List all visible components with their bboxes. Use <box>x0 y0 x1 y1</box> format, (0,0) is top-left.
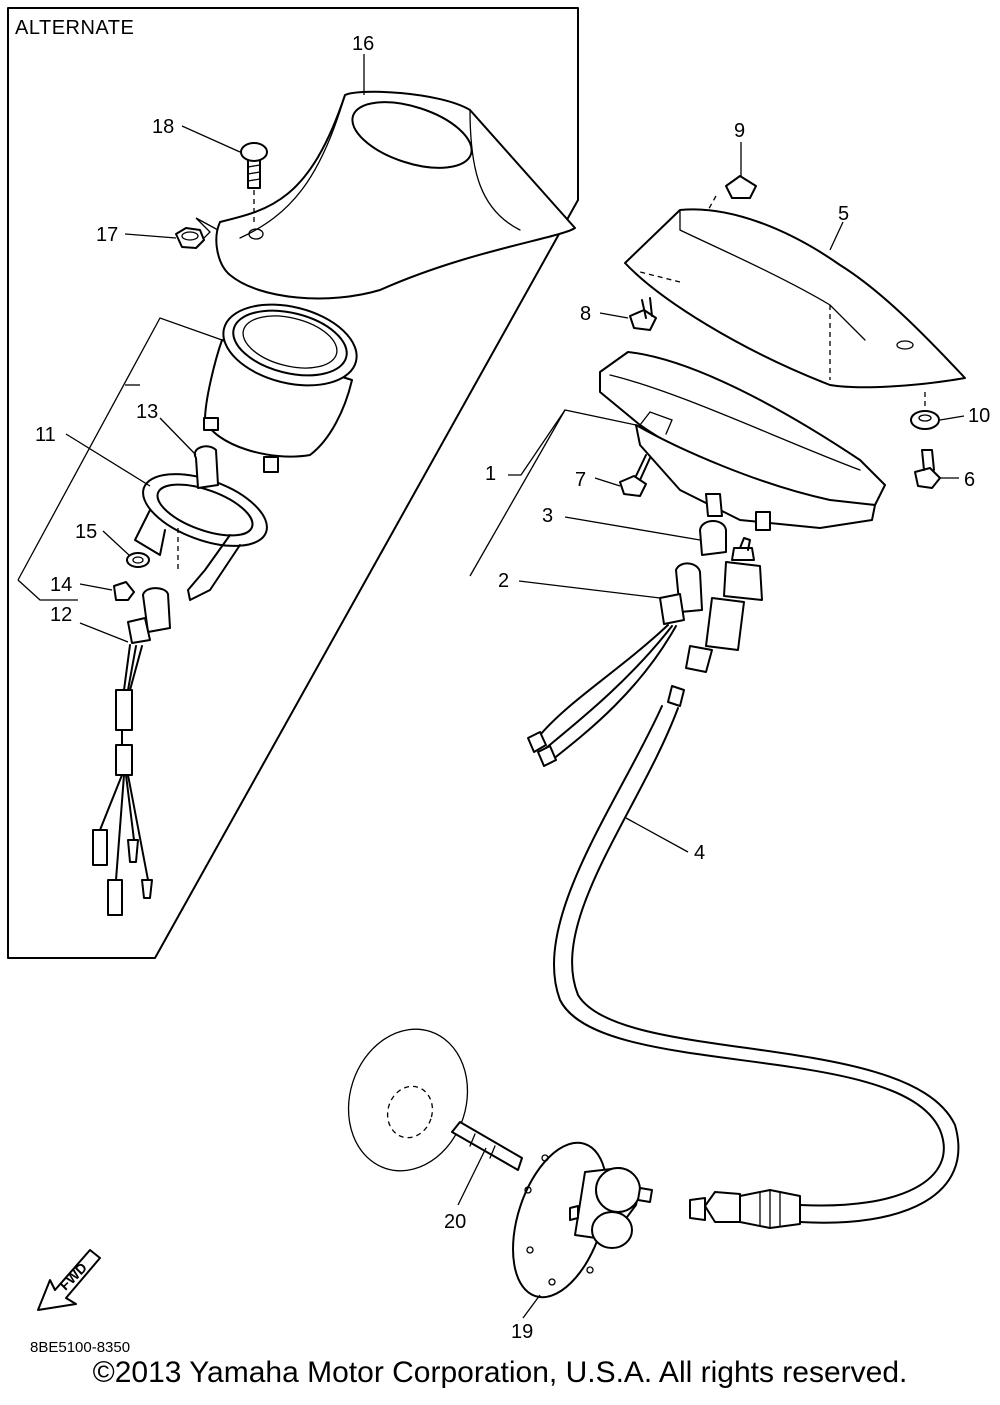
callout-12: 12 <box>50 604 72 626</box>
callout-20: 20 <box>444 1211 466 1233</box>
callout-16: 16 <box>352 33 374 55</box>
callout-2: 2 <box>498 570 509 592</box>
callout-leader-lines <box>17 54 965 1319</box>
callout-6: 6 <box>964 469 975 491</box>
part-5-meter-cover <box>624 208 966 389</box>
part-3-bulb <box>699 520 727 556</box>
callout-19: 19 <box>511 1321 533 1343</box>
part-11-bracket-alt <box>134 445 268 601</box>
callout-11: 11 <box>35 424 56 446</box>
callout-1: 1 <box>485 463 496 485</box>
meter-cable-connector <box>685 537 763 673</box>
part-4-speedometer-cable <box>553 685 960 1229</box>
part-7-screw <box>619 454 651 497</box>
drawing-code: 8BE5100-8350 <box>30 1339 130 1356</box>
callout-17: 17 <box>96 224 118 246</box>
part-8-screw <box>629 297 657 331</box>
callout-15: 15 <box>75 521 97 543</box>
callout-13: 13 <box>136 401 158 423</box>
part-10-grommet <box>910 392 940 430</box>
callout-5: 5 <box>838 203 849 225</box>
brake-disc <box>347 1028 469 1172</box>
copyright-notice: ©2013 Yamaha Motor Corporation, U.S.A. A… <box>92 1356 908 1389</box>
part-13-meter-assembly-alt <box>203 303 358 473</box>
callout-3: 3 <box>542 505 553 527</box>
part-14-bulb-alt <box>113 581 135 601</box>
part-6-screw <box>914 449 941 489</box>
part-18-screw <box>240 142 268 225</box>
part-2-socket-harness <box>527 562 703 767</box>
callout-labels: 16 18 17 13 11 15 14 12 9 5 8 10 6 1 7 3… <box>35 33 990 1343</box>
part-16-meter-visor <box>215 90 576 300</box>
callout-7: 7 <box>575 469 586 491</box>
part-17-nut <box>175 217 219 249</box>
part-1-meter-assembly <box>599 351 886 531</box>
part-19-speedometer-gear-unit <box>512 1141 653 1299</box>
callout-10: 10 <box>968 405 990 427</box>
alternate-label: ALTERNATE <box>15 17 134 39</box>
alternate-box: ALTERNATE <box>7 7 579 959</box>
callout-18: 18 <box>152 116 174 138</box>
part-15-grommet-alt <box>126 552 150 568</box>
fwd-direction-arrow: FWD <box>37 1249 101 1311</box>
callout-9: 9 <box>734 120 745 142</box>
part-12-wire-harness-alt <box>92 587 171 916</box>
callout-8: 8 <box>580 303 591 325</box>
part-20-drive-shaft <box>451 1121 523 1171</box>
callout-4: 4 <box>694 842 705 864</box>
callout-14: 14 <box>50 574 72 596</box>
